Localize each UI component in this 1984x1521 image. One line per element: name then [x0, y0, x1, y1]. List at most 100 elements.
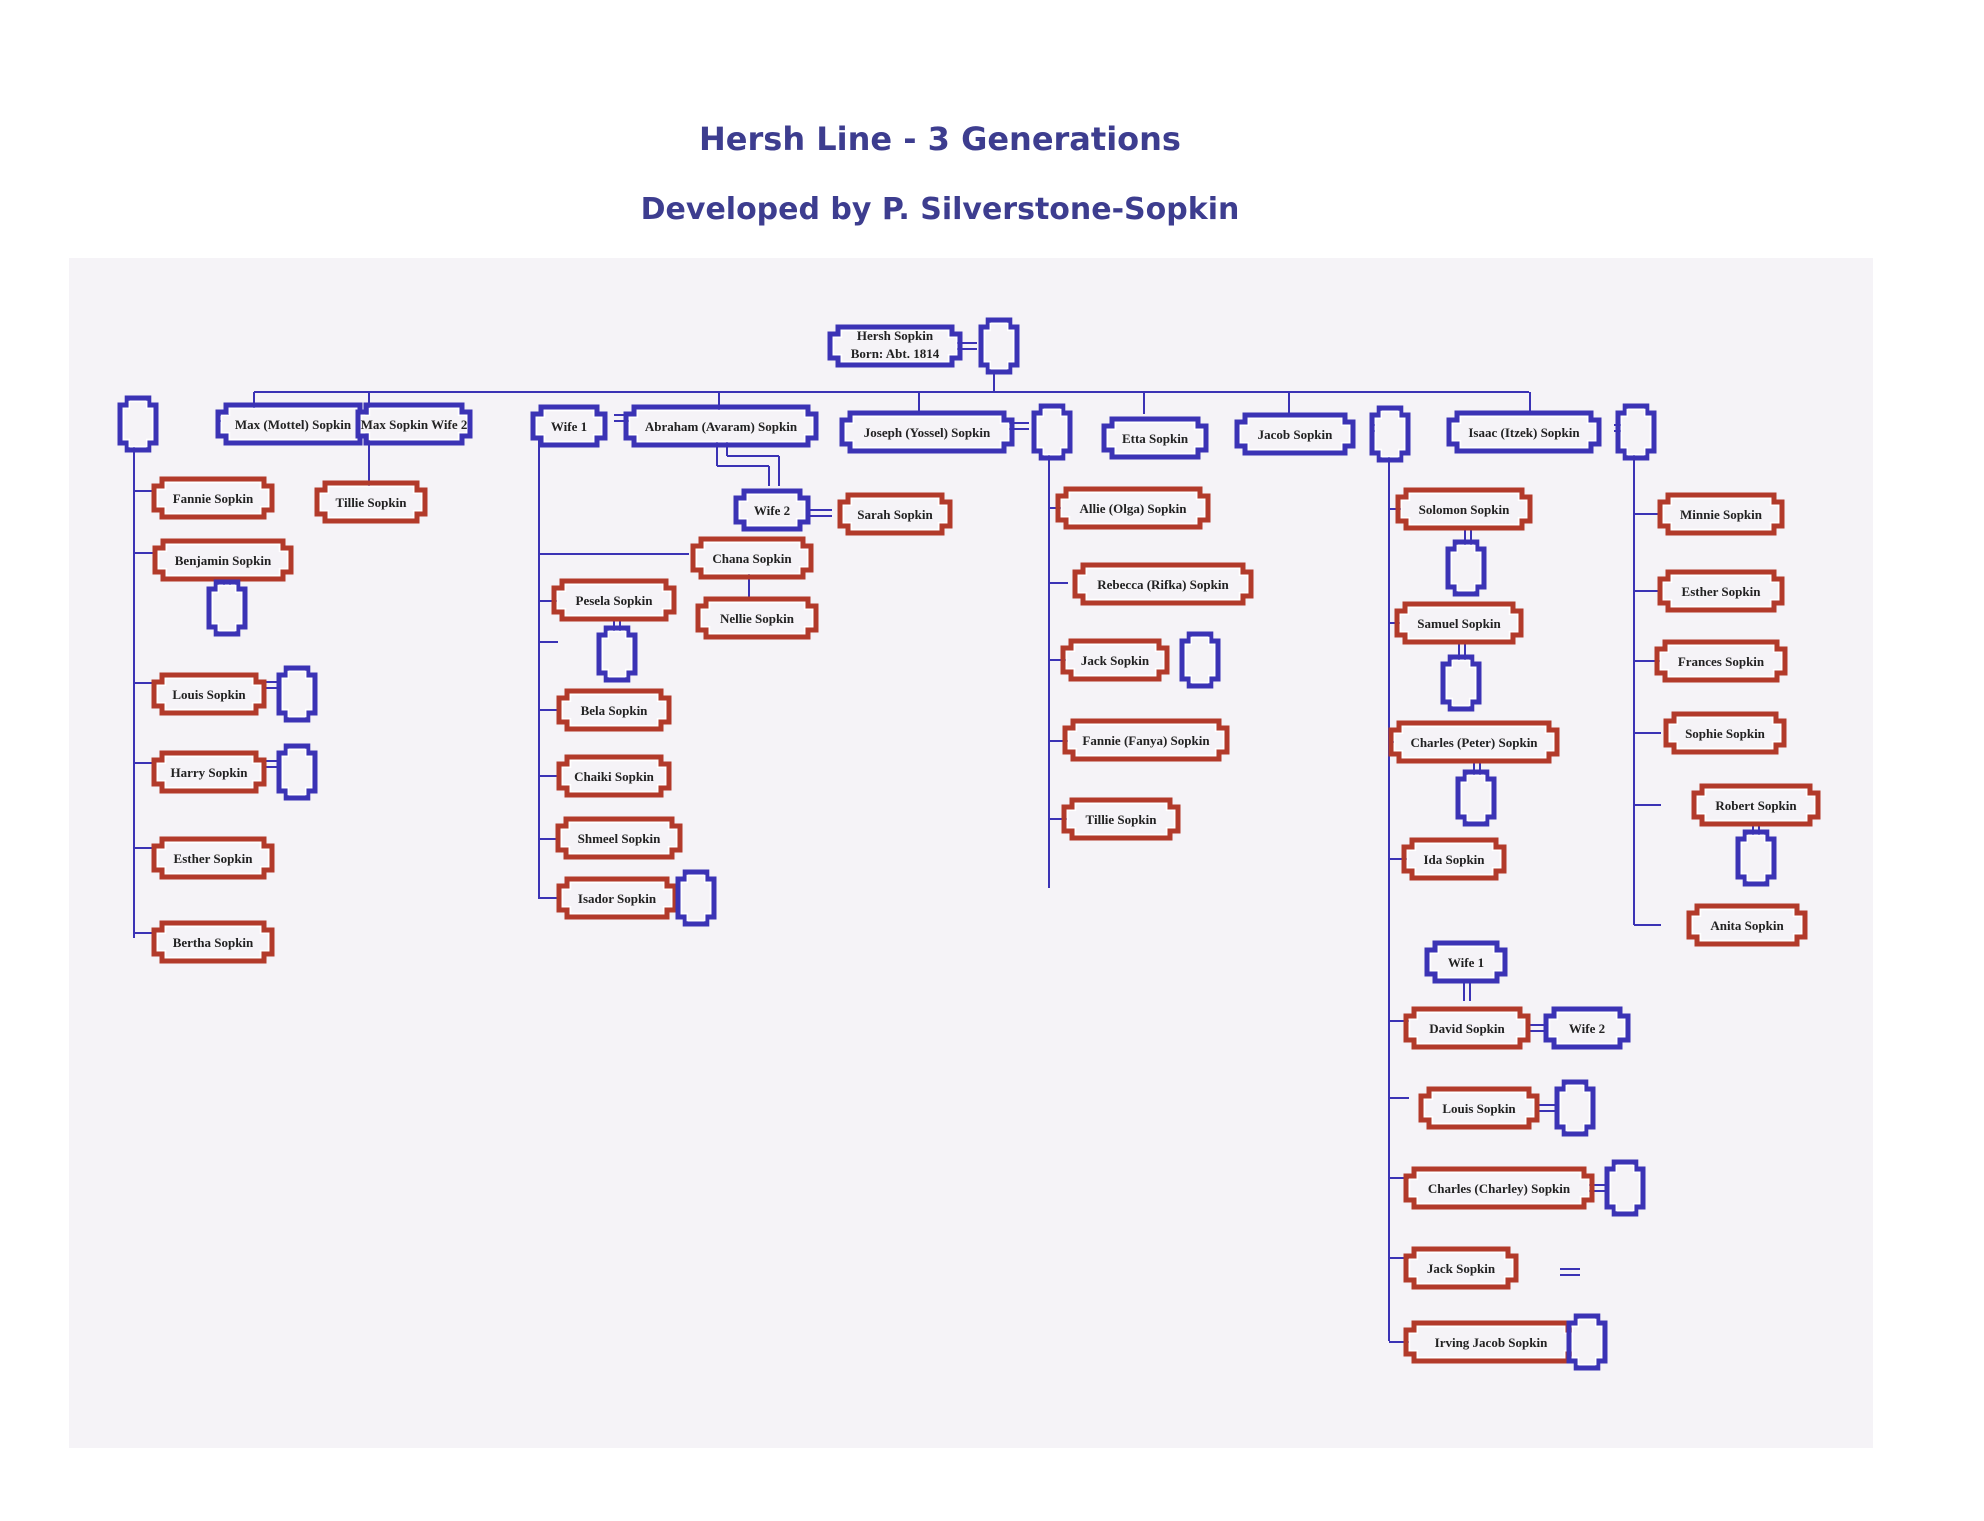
child-allie-sopkin: Allie (Olga) Sopkin: [1055, 486, 1211, 530]
root-born-label: Born: Abt. 1814: [851, 346, 940, 361]
child-bertha-sopkin-frame: [151, 920, 275, 964]
etta-sopkin-box-label: Etta Sopkin: [1122, 431, 1189, 446]
spouse-placeholder: [206, 579, 248, 637]
child-irving-jacob-sopkin: Irving Jacob Sopkin: [1403, 1320, 1579, 1364]
joseph-sopkin-box-frame-inner: [844, 415, 1010, 449]
child-jack-sopkin-frame-inner: [1065, 643, 1165, 677]
max-spouse-placeholder-frame: [117, 395, 159, 453]
child-sarah-sopkin-frame-inner: [842, 497, 948, 531]
child-anita-sopkin-label: Anita Sopkin: [1710, 918, 1784, 933]
child-esther-sopkin-2: Esther Sopkin: [1657, 569, 1785, 613]
abraham-sopkin-box: Abraham (Avaram) Sopkin: [623, 404, 819, 448]
joseph-spouse-placeholder-frame-inner: [1036, 408, 1068, 456]
spouse-placeholder: [1554, 1079, 1596, 1137]
grandchild-nellie-sopkin-label: Nellie Sopkin: [720, 611, 795, 626]
child-bela-sopkin: Bela Sopkin: [556, 688, 672, 732]
child-fannie-fanya-sopkin: Fannie (Fanya) Sopkin: [1062, 718, 1230, 762]
child-solomon-sopkin: Solomon Sopkin: [1395, 487, 1533, 531]
david-wife-1-box: Wife 1: [1424, 940, 1508, 984]
child-frances-sopkin-frame-inner: [1659, 644, 1783, 678]
child-esther-sopkin-label: Esther Sopkin: [174, 851, 254, 866]
max-wife-2-box-label: Max Sopkin Wife 2: [361, 417, 468, 432]
child-chana-sopkin: Chana Sopkin: [690, 536, 814, 580]
child-sophie-sopkin-frame: [1663, 711, 1787, 755]
child-esther-sopkin-frame-inner: [156, 841, 270, 875]
jacob-spouse-placeholder-frame-inner: [1374, 410, 1406, 458]
child-tillie-sopkin-2-frame-inner: [1066, 802, 1176, 836]
child-anita-sopkin-frame: [1686, 903, 1808, 947]
abraham-wife-1-box-frame: [530, 404, 608, 448]
child-charles-charley-sopkin-frame: [1403, 1166, 1595, 1210]
jacob-sopkin-box-label: Jacob Sopkin: [1258, 427, 1334, 442]
child-shmeel-sopkin-label: Shmeel Sopkin: [578, 831, 661, 846]
spouse-placeholder-frame-inner: [281, 748, 313, 796]
abraham-wife-1-box-label: Wife 1: [551, 419, 587, 434]
child-charles-charley-sopkin-frame-inner: [1408, 1171, 1590, 1205]
joseph-sopkin-box: Joseph (Yossel) Sopkin: [839, 410, 1015, 454]
child-rebecca-sopkin: Rebecca (Rifka) Sopkin: [1072, 562, 1254, 606]
isaac-sopkin-box-frame: [1446, 410, 1602, 454]
child-pesela-sopkin: Pesela Sopkin: [551, 578, 677, 622]
abraham-wife-2-box-label: Wife 2: [754, 503, 790, 518]
child-isador-sopkin-frame-inner: [561, 881, 673, 915]
child-louis-sopkin-frame-inner: [156, 677, 262, 711]
isaac-sopkin-box-frame-inner: [1451, 415, 1597, 449]
child-chana-sopkin-frame-inner: [695, 541, 809, 575]
child-jack-sopkin-2-frame-inner: [1408, 1251, 1514, 1285]
child-david-sopkin-frame: [1403, 1006, 1531, 1050]
child-tillie-sopkin-frame-inner: [319, 485, 423, 519]
spouse-placeholder-frame-inner: [1460, 774, 1492, 822]
child-minnie-sopkin-frame: [1657, 492, 1785, 536]
child-bertha-sopkin-label: Bertha Sopkin: [173, 935, 254, 950]
max-wife-2-box-frame-inner: [360, 407, 468, 441]
child-minnie-sopkin-frame-inner: [1662, 497, 1780, 531]
joseph-spouse-placeholder: [1031, 403, 1073, 461]
child-charles-peter-sopkin-frame-inner: [1393, 725, 1555, 759]
root-person-box-frame-inner: [832, 329, 958, 363]
isaac-spouse-placeholder-frame: [1615, 403, 1657, 461]
child-fannie-sopkin-label: Fannie Sopkin: [173, 491, 254, 506]
isaac-sopkin-box: Isaac (Itzek) Sopkin: [1446, 410, 1602, 454]
etta-sopkin-box-frame: [1101, 416, 1209, 460]
child-ida-sopkin-frame-inner: [1406, 842, 1502, 876]
child-frances-sopkin-label: Frances Sopkin: [1678, 654, 1765, 669]
spouse-placeholder: [1735, 829, 1777, 887]
child-tillie-sopkin: Tillie Sopkin: [314, 480, 428, 524]
child-esther-sopkin-2-frame-inner: [1662, 574, 1780, 608]
child-louis-sopkin: Louis Sopkin: [151, 672, 267, 716]
child-ida-sopkin-frame: [1401, 837, 1507, 881]
child-pesela-sopkin-label: Pesela Sopkin: [576, 593, 654, 608]
max-sopkin-box-label: Max (Mottel) Sopkin: [235, 417, 352, 432]
page-title: Hersh Line - 3 Generations: [699, 120, 1181, 158]
child-chana-sopkin-frame: [690, 536, 814, 580]
child-charles-peter-sopkin: Charles (Peter) Sopkin: [1388, 720, 1560, 764]
child-irving-jacob-sopkin-frame-inner: [1408, 1325, 1574, 1359]
child-louis-sopkin-label: Louis Sopkin: [172, 687, 246, 702]
child-robert-sopkin-label: Robert Sopkin: [1715, 798, 1797, 813]
child-benjamin-sopkin-label: Benjamin Sopkin: [175, 553, 272, 568]
child-jack-sopkin-2-frame: [1403, 1246, 1519, 1290]
spouse-placeholder-frame: [1604, 1159, 1646, 1217]
joseph-sopkin-box-frame: [839, 410, 1015, 454]
child-allie-sopkin-frame-inner: [1060, 491, 1206, 525]
child-david-sopkin: David Sopkin: [1403, 1006, 1531, 1050]
spouse-placeholder-frame: [1445, 539, 1487, 597]
child-benjamin-sopkin-frame: [152, 538, 294, 582]
spouse-placeholder: [1455, 769, 1497, 827]
max-spouse-placeholder-frame-inner: [122, 400, 154, 448]
child-benjamin-sopkin: Benjamin Sopkin: [152, 538, 294, 582]
abraham-sopkin-box-label: Abraham (Avaram) Sopkin: [645, 419, 798, 434]
david-wife-1-box-frame-inner: [1429, 945, 1503, 979]
grandchild-nellie-sopkin: Nellie Sopkin: [695, 596, 819, 640]
child-harry-sopkin: Harry Sopkin: [151, 750, 267, 794]
spouse-placeholder: [1566, 1313, 1608, 1371]
child-sophie-sopkin-label: Sophie Sopkin: [1685, 726, 1766, 741]
spouse-placeholder: [276, 665, 318, 723]
child-frances-sopkin-frame: [1654, 639, 1788, 683]
abraham-wife-2-box-frame-inner: [738, 493, 806, 527]
child-tillie-sopkin-2-label: Tillie Sopkin: [1086, 812, 1158, 827]
child-samuel-sopkin-label: Samuel Sopkin: [1417, 616, 1501, 631]
root-spouse-placeholder-frame: [978, 317, 1020, 375]
spouse-placeholder-frame-inner: [1184, 636, 1216, 684]
